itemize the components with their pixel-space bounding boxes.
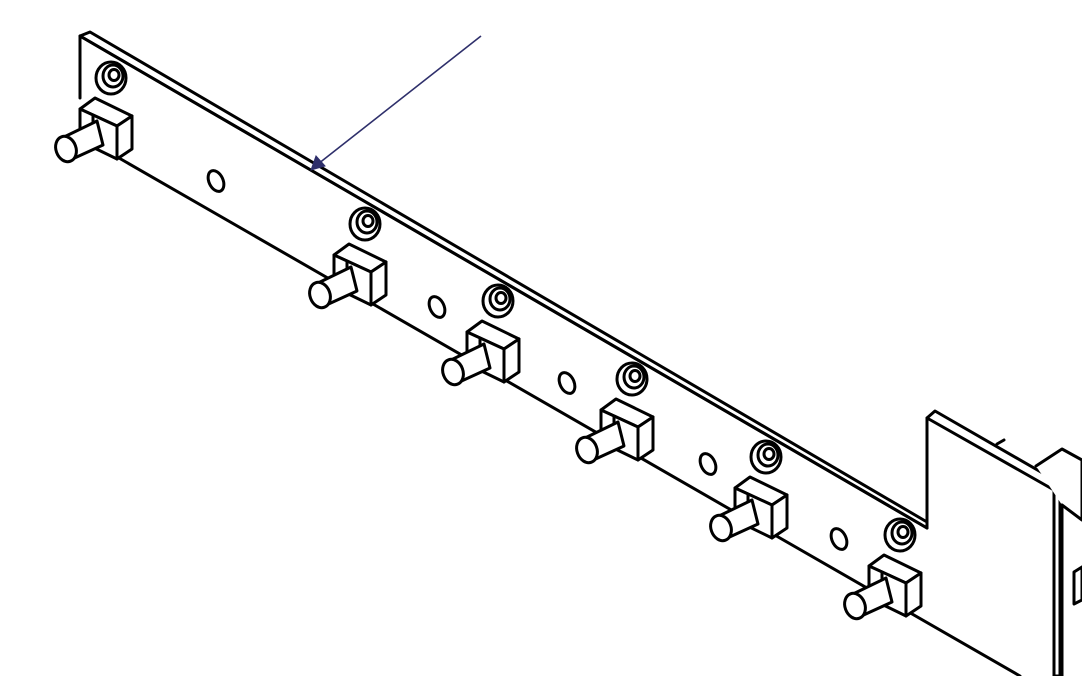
- mounting-hole: [427, 295, 447, 319]
- mounting-hole: [206, 169, 226, 193]
- leader-line: [317, 35, 482, 165]
- mounting-bracket-bar: [78, 30, 1022, 676]
- standoff-group: [54, 60, 923, 621]
- nut-hole: [494, 291, 508, 305]
- standoff: [709, 439, 789, 543]
- callout-leader-arrow: [310, 35, 482, 171]
- mounting-hole: [557, 371, 577, 395]
- pin-end: [843, 591, 867, 621]
- nut-hole: [896, 525, 910, 539]
- block-side: [115, 114, 134, 161]
- pin-end: [54, 134, 78, 164]
- block-side: [502, 337, 521, 384]
- standoff: [441, 283, 521, 387]
- standoff: [575, 361, 655, 465]
- mounting-hole: [698, 452, 718, 476]
- block-side: [636, 415, 655, 462]
- end-plate-body: [925, 409, 1062, 676]
- leader-arrowhead: [310, 155, 326, 171]
- nut-hole: [361, 214, 375, 228]
- end-plate-slot: [1072, 565, 1082, 606]
- standoff: [843, 517, 923, 621]
- end-plate-tab: [995, 438, 1006, 446]
- standoff: [54, 60, 134, 164]
- standoff: [308, 206, 388, 310]
- pin-end: [308, 280, 332, 310]
- nut-hole: [762, 447, 776, 461]
- block-side: [770, 493, 789, 540]
- nut-hole: [628, 369, 642, 383]
- block-side: [369, 260, 388, 307]
- pin-end: [709, 513, 733, 543]
- mounting-hole: [829, 527, 849, 551]
- mounting-holes: [206, 169, 849, 551]
- pin-end: [441, 357, 465, 387]
- nut-hole: [107, 68, 121, 82]
- end-plate: [925, 409, 1082, 676]
- pin-end: [575, 435, 599, 465]
- end-plate-bracket: [1034, 447, 1082, 522]
- block-side: [904, 571, 923, 618]
